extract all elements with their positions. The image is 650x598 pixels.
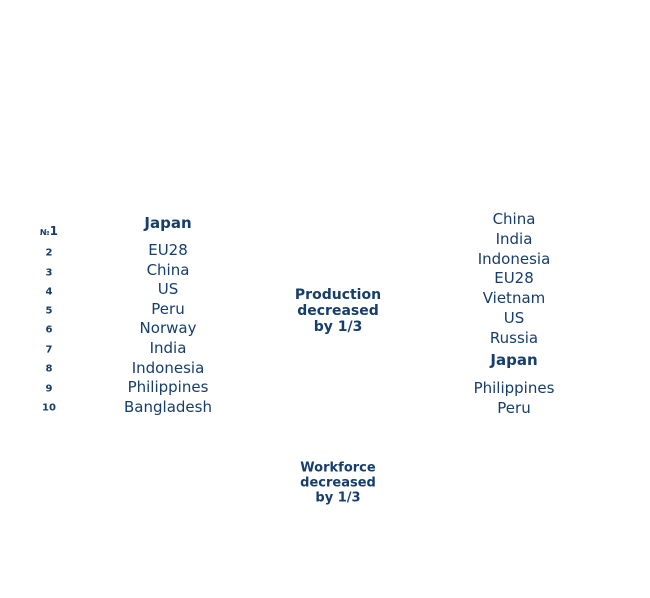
right-country-item: US bbox=[503, 309, 525, 327]
left-country-item: China bbox=[146, 261, 190, 279]
workforce-note-line: Workforce bbox=[300, 460, 376, 476]
right-country-item: Philippines bbox=[473, 379, 555, 397]
rank-label: 3 bbox=[45, 267, 53, 279]
rank-label: 6 bbox=[45, 324, 53, 336]
production-note-line: Production bbox=[294, 286, 382, 303]
left-country-item: US bbox=[157, 280, 179, 298]
right-country-item: EU28 bbox=[494, 269, 534, 287]
left-country-item: Peru bbox=[151, 300, 185, 318]
left-country-item: Bangladesh bbox=[124, 398, 212, 416]
rank-label: №1 bbox=[38, 224, 60, 238]
left-country-item: India bbox=[149, 339, 187, 357]
right-country-item: China bbox=[492, 210, 536, 228]
right-country-item: Russia bbox=[489, 329, 539, 347]
rank-label: 8 bbox=[45, 363, 53, 375]
production-note-line: by 1/3 bbox=[313, 319, 363, 336]
left-country-item: EU28 bbox=[148, 241, 188, 259]
rank-label: 5 bbox=[45, 305, 53, 317]
left-country-item: Norway bbox=[139, 319, 197, 337]
rank-label: 4 bbox=[45, 286, 53, 298]
right-country-item: India bbox=[495, 230, 533, 248]
left-country-item: Indonesia bbox=[131, 359, 205, 377]
right-country-item: Indonesia bbox=[477, 250, 551, 268]
rank-number: 1 bbox=[49, 224, 58, 238]
production-note: Production decreased by 1/3 bbox=[268, 287, 408, 335]
rank-label: 9 bbox=[45, 383, 53, 395]
rank-label: 7 bbox=[45, 344, 53, 356]
production-note-line: decreased bbox=[297, 302, 379, 319]
left-country-item: Philippines bbox=[127, 378, 209, 396]
workforce-note-line: decreased bbox=[300, 475, 376, 491]
rank-label: 2 bbox=[45, 247, 53, 259]
right-country-item: Japan bbox=[490, 351, 538, 369]
workforce-note: Workforce decreased by 1/3 bbox=[268, 460, 408, 507]
left-country-item: Japan bbox=[144, 214, 192, 232]
workforce-note-line: by 1/3 bbox=[315, 490, 361, 506]
rank-label: 10 bbox=[42, 402, 56, 414]
right-country-item: Vietnam bbox=[482, 289, 546, 307]
rank-number-sign: № bbox=[40, 228, 50, 237]
right-country-item: Peru bbox=[497, 399, 531, 417]
